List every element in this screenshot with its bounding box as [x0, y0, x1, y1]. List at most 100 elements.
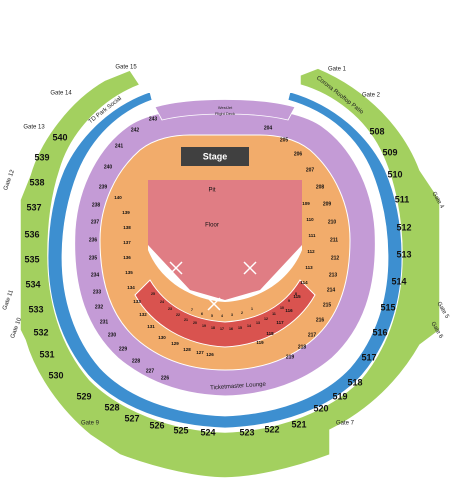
section-532[interactable]: 532 — [33, 327, 48, 337]
section-531[interactable]: 531 — [39, 349, 54, 359]
section-128[interactable]: 128 — [183, 347, 191, 352]
section-210[interactable]: 210 — [328, 219, 337, 225]
section-116[interactable]: 116 — [285, 308, 293, 313]
section-511[interactable]: 511 — [395, 194, 410, 204]
section-239[interactable]: 239 — [99, 184, 108, 190]
section-111[interactable]: 111 — [308, 233, 316, 238]
section-540[interactable]: 540 — [52, 132, 67, 142]
section-211[interactable]: 211 — [330, 237, 338, 243]
section-241[interactable]: 241 — [115, 143, 124, 149]
section-113[interactable]: 113 — [305, 265, 313, 270]
section-127[interactable]: 127 — [196, 350, 204, 355]
section-132[interactable]: 132 — [139, 312, 147, 317]
section-513[interactable]: 513 — [396, 249, 411, 259]
section-535[interactable]: 535 — [24, 254, 39, 264]
section-lower-3[interactable]: 3 — [231, 313, 233, 317]
section-118[interactable]: 118 — [266, 331, 274, 336]
section-lower-20[interactable]: 20 — [193, 321, 197, 325]
section-lower-21[interactable]: 21 — [184, 318, 188, 322]
section-217[interactable]: 217 — [308, 332, 317, 338]
section-530[interactable]: 530 — [48, 370, 63, 380]
section-235[interactable]: 235 — [89, 255, 98, 261]
section-521[interactable]: 521 — [291, 419, 306, 429]
section-231[interactable]: 231 — [100, 319, 109, 325]
section-215[interactable]: 215 — [323, 302, 332, 308]
section-206[interactable]: 206 — [294, 151, 303, 157]
section-537[interactable]: 537 — [26, 202, 41, 212]
section-lower-11[interactable]: 11 — [272, 312, 276, 316]
section-534[interactable]: 534 — [25, 279, 40, 289]
section-lower-22[interactable]: 22 — [176, 313, 180, 317]
section-517[interactable]: 517 — [361, 352, 376, 362]
section-242[interactable]: 242 — [131, 127, 140, 133]
section-139[interactable]: 139 — [122, 210, 130, 215]
section-110[interactable]: 110 — [306, 217, 314, 222]
section-536[interactable]: 536 — [24, 229, 39, 239]
section-524[interactable]: 524 — [200, 427, 215, 437]
section-205[interactable]: 205 — [280, 137, 289, 143]
section-134[interactable]: 134 — [127, 285, 135, 290]
section-140[interactable]: 140 — [114, 195, 122, 200]
section-137[interactable]: 137 — [123, 240, 131, 245]
section-117[interactable]: 117 — [276, 320, 284, 325]
section-136[interactable]: 136 — [123, 255, 131, 260]
section-508[interactable]: 508 — [369, 126, 384, 136]
section-218[interactable]: 218 — [298, 344, 307, 350]
section-236[interactable]: 236 — [89, 237, 98, 243]
section-232[interactable]: 232 — [95, 304, 104, 310]
section-119[interactable]: 119 — [256, 340, 264, 345]
section-533[interactable]: 533 — [28, 304, 43, 314]
section-131[interactable]: 131 — [147, 324, 155, 329]
section-539[interactable]: 539 — [34, 152, 49, 162]
section-522[interactable]: 522 — [264, 424, 279, 434]
section-528[interactable]: 528 — [104, 402, 119, 412]
section-126[interactable]: 126 — [206, 352, 214, 357]
section-lower-17[interactable]: 17 — [220, 327, 224, 331]
section-529[interactable]: 529 — [76, 391, 91, 401]
section-115[interactable]: 115 — [293, 294, 301, 299]
section-lower-8[interactable]: 8 — [295, 292, 297, 296]
section-208[interactable]: 208 — [316, 184, 325, 190]
section-114[interactable]: 114 — [300, 280, 308, 285]
section-lower-19[interactable]: 19 — [202, 324, 206, 328]
section-515[interactable]: 515 — [380, 302, 395, 312]
section-lower-18[interactable]: 18 — [211, 326, 215, 330]
section-219[interactable]: 219 — [286, 354, 295, 360]
section-214[interactable]: 214 — [327, 287, 336, 293]
section-213[interactable]: 213 — [329, 272, 338, 278]
section-525[interactable]: 525 — [173, 425, 188, 435]
section-112[interactable]: 112 — [307, 249, 315, 254]
section-514[interactable]: 514 — [391, 276, 406, 286]
red-ring[interactable] — [134, 279, 316, 348]
section-lower-9[interactable]: 9 — [288, 299, 290, 303]
section-520[interactable]: 520 — [313, 403, 328, 413]
section-229[interactable]: 229 — [119, 346, 128, 352]
section-lower-1[interactable]: 1 — [251, 307, 253, 311]
section-130[interactable]: 130 — [158, 335, 166, 340]
section-512[interactable]: 512 — [396, 222, 411, 232]
section-lower-16[interactable]: 16 — [229, 327, 233, 331]
section-lower-5[interactable]: 5 — [211, 314, 213, 318]
section-227[interactable]: 227 — [146, 368, 155, 374]
section-527[interactable]: 527 — [124, 413, 139, 423]
section-233[interactable]: 233 — [93, 289, 102, 295]
section-lower-14[interactable]: 14 — [247, 324, 251, 328]
section-lower-10[interactable]: 10 — [280, 306, 284, 310]
section-207[interactable]: 207 — [306, 167, 315, 173]
section-133[interactable]: 133 — [133, 299, 141, 304]
section-109[interactable]: 109 — [302, 201, 310, 206]
section-lower-6[interactable]: 6 — [201, 312, 203, 316]
section-lower-12[interactable]: 12 — [264, 317, 268, 321]
section-226[interactable]: 226 — [161, 375, 170, 381]
section-523[interactable]: 523 — [239, 427, 254, 437]
section-538[interactable]: 538 — [29, 177, 44, 187]
section-lower-25[interactable]: 25 — [151, 292, 155, 296]
section-516[interactable]: 516 — [372, 327, 387, 337]
pit-section[interactable] — [148, 180, 302, 214]
section-243[interactable]: 243 — [149, 116, 158, 122]
section-228[interactable]: 228 — [132, 358, 141, 364]
floor-section[interactable] — [148, 214, 302, 300]
section-lower-23[interactable]: 23 — [168, 307, 172, 311]
flight-deck[interactable] — [154, 99, 296, 121]
section-238[interactable]: 238 — [92, 202, 101, 208]
